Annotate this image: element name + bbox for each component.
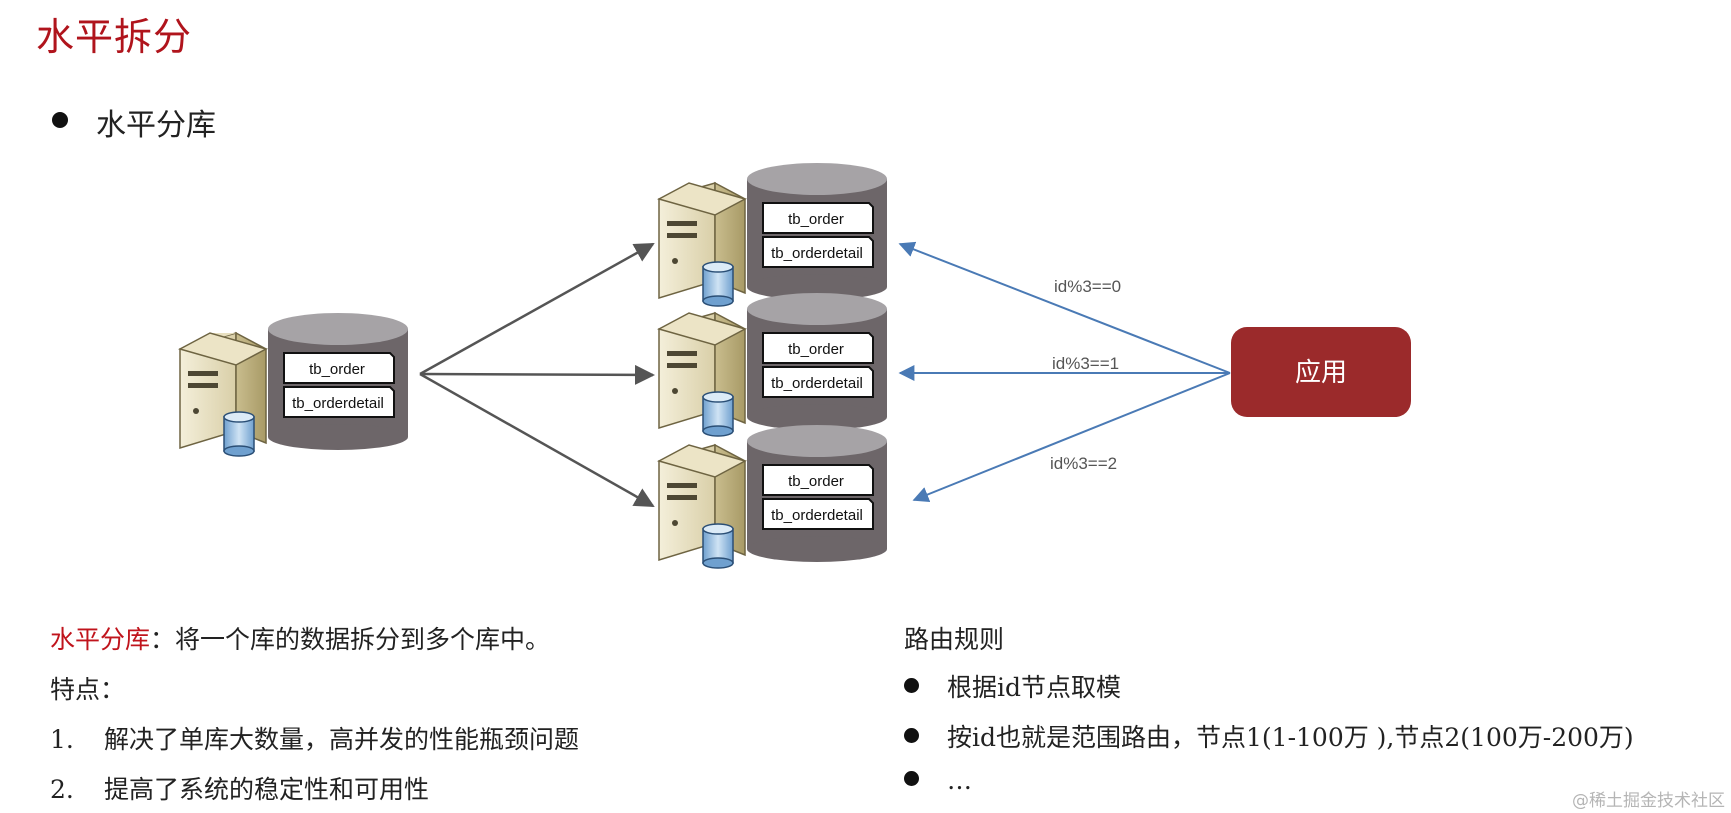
table-card — [283, 352, 395, 384]
bullet-icon — [904, 771, 919, 786]
feature-number: 1. — [50, 725, 74, 754]
split-arrow — [419, 372, 655, 508]
target-db-node-1: tb_order tb_orderdetail — [657, 163, 887, 307]
source-db-node: tb_order tb_orderdetail — [178, 313, 408, 457]
table-label: tb_order — [309, 361, 365, 378]
table-label: tb_orderdetail — [771, 245, 863, 262]
definition-text: ：将一个库的数据拆分到多个库中。 — [150, 625, 551, 654]
database-cylinder: tb_order tb_orderdetail — [747, 293, 887, 430]
features-heading: 特点： — [50, 675, 126, 704]
feature-text: 解决了单库大数量，高并发的性能瓶颈问题 — [104, 725, 580, 754]
routing-item-text: … — [947, 766, 972, 795]
route-label-0: id%3==0 — [1054, 277, 1121, 296]
app-node: 应用 — [1231, 327, 1411, 417]
table-card — [283, 386, 395, 418]
split-arrow — [419, 364, 655, 385]
watermark: @稀土掘金技术社区 — [1572, 791, 1725, 811]
mini-database-icon — [702, 391, 734, 437]
bullet-icon — [904, 728, 919, 743]
table-label: tb_order — [788, 341, 844, 358]
routing-item: … — [904, 766, 972, 795]
mini-database-icon — [223, 411, 255, 457]
database-cylinder: tb_order tb_orderdetail — [268, 313, 408, 450]
table-card — [762, 464, 874, 496]
feature-item-2: 2. 提高了系统的稳定性和可用性 — [50, 770, 429, 806]
table-card — [762, 332, 874, 364]
database-cylinder: tb_order tb_orderdetail — [747, 425, 887, 562]
bullet-icon — [52, 112, 68, 128]
definition-term: 水平分库 — [50, 625, 151, 654]
table-card — [762, 236, 874, 268]
mini-database-icon — [702, 261, 734, 307]
table-label: tb_order — [788, 473, 844, 490]
routing-item: 根据id节点取模 — [904, 668, 1121, 704]
definition-line: 水平分库：将一个库的数据拆分到多个库中。 — [50, 620, 550, 656]
routing-item: 按id也就是范围路由，节点1(1-100万 ),节点2(100万-200万) — [904, 718, 1634, 754]
routing-item-text: 按id也就是范围路由，节点1(1-100万 ),节点2(100万-200万) — [947, 723, 1634, 752]
page-title: 水平拆分 — [36, 15, 193, 59]
target-db-node-2: tb_order tb_orderdetail — [657, 293, 887, 437]
routing-item-text: 根据id节点取模 — [947, 673, 1121, 702]
feature-number: 2. — [50, 775, 74, 804]
table-label: tb_orderdetail — [771, 375, 863, 392]
table-card — [762, 366, 874, 398]
table-label: tb_orderdetail — [771, 507, 863, 524]
table-card — [762, 498, 874, 530]
split-arrow — [419, 242, 655, 376]
feature-text: 提高了系统的稳定性和可用性 — [104, 775, 430, 804]
table-label: tb_orderdetail — [292, 395, 384, 412]
bullet-icon — [904, 678, 919, 693]
mini-database-icon — [702, 523, 734, 569]
app-label: 应用 — [1295, 358, 1347, 388]
server-icon — [178, 331, 268, 450]
server-icon — [657, 181, 747, 300]
route-label-1: id%3==1 — [1052, 354, 1119, 373]
table-card — [762, 202, 874, 234]
route-arrow-0 — [898, 241, 1231, 374]
routing-title: 路由规则 — [904, 625, 1005, 654]
target-db-node-3: tb_order tb_orderdetail — [657, 425, 887, 569]
table-label: tb_order — [788, 211, 844, 228]
route-arrows — [898, 241, 1231, 503]
split-arrows — [419, 242, 655, 508]
database-cylinder: tb_order tb_orderdetail — [747, 163, 887, 300]
feature-item-1: 1. 解决了单库大数量，高并发的性能瓶颈问题 — [50, 720, 579, 756]
section-heading: 水平分库 — [96, 108, 216, 143]
route-arrow-2 — [912, 372, 1231, 503]
route-label-2: id%3==2 — [1050, 454, 1117, 473]
server-icon — [657, 443, 747, 562]
